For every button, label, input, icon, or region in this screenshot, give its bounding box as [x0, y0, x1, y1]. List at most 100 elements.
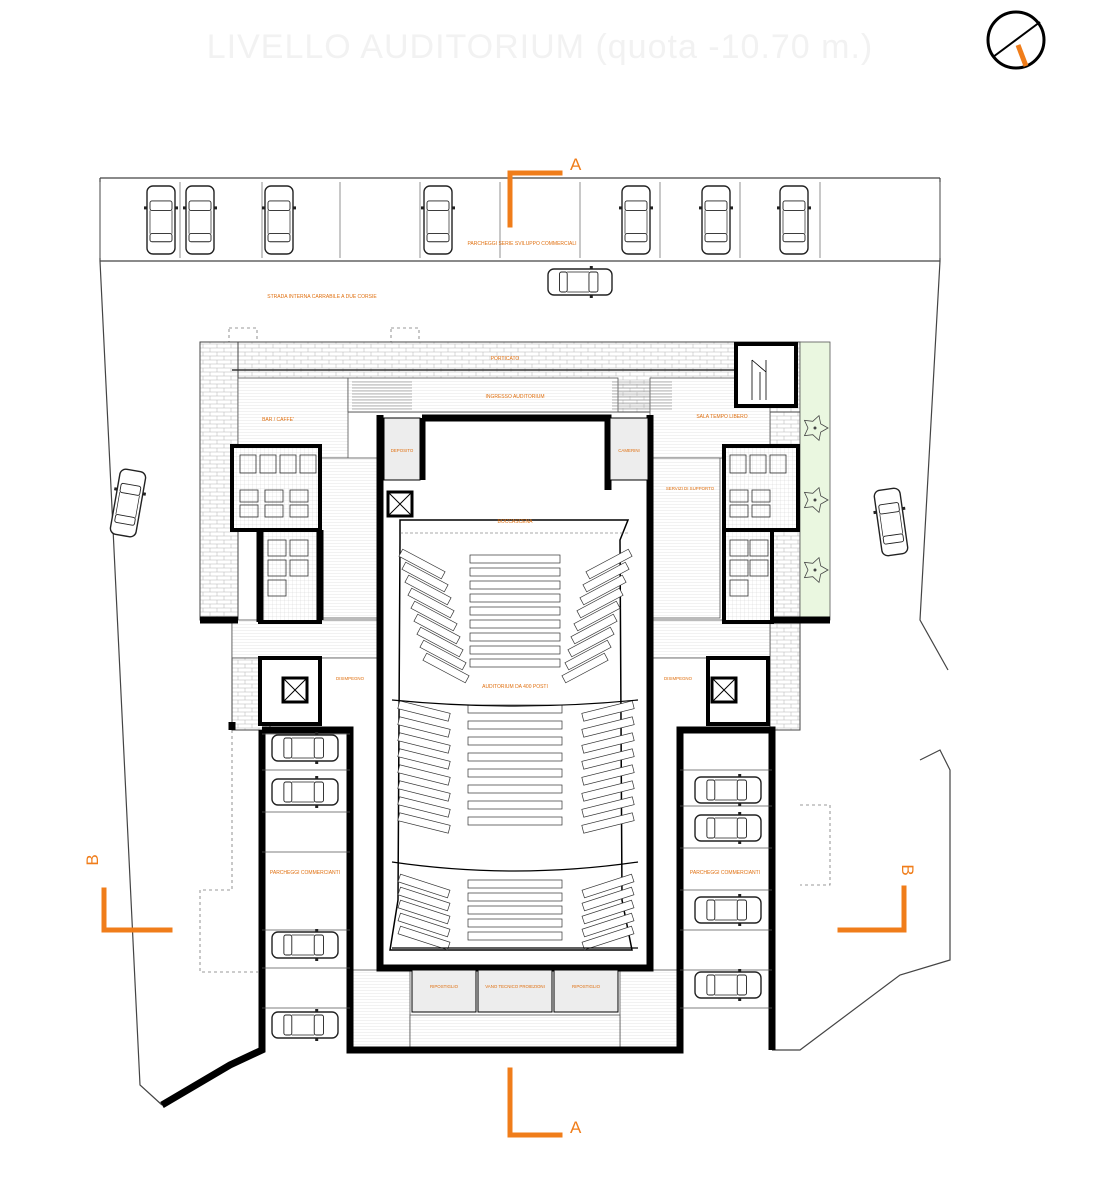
stage-side-rooms — [383, 417, 649, 1013]
drawing-title: LIVELLO AUDITORIUM (quota -10.70 m.) — [206, 28, 874, 66]
section-label-a-top: A — [570, 155, 582, 174]
car-icon — [144, 185, 178, 255]
label-foyer: INGRESSO AUDITORIUM — [485, 394, 544, 400]
seat-row — [397, 748, 451, 770]
auditorium-seating — [391, 532, 639, 951]
section-markers — [101, 170, 907, 1138]
seat-row — [467, 784, 563, 794]
seat-row — [422, 652, 470, 684]
seat-row — [581, 732, 635, 754]
seat-row — [564, 639, 612, 671]
label-disimpegno-left: DISIMPEGNO — [336, 676, 365, 681]
seat-row — [397, 873, 451, 899]
seat-row — [467, 892, 563, 902]
seat-row — [581, 716, 635, 738]
seat-row — [567, 626, 615, 658]
seat-row — [397, 812, 451, 834]
label-parking-left: PARCHEGGI COMMERCIANTI — [270, 870, 340, 876]
seat-row — [467, 905, 563, 915]
seat-row — [419, 639, 467, 671]
seat-row — [469, 645, 561, 655]
seat-row — [570, 613, 618, 645]
seat-row — [397, 912, 451, 938]
label-road: STRADA INTERNA CARRABILE A DUE CORSIE — [267, 294, 377, 300]
car-icon — [694, 812, 762, 844]
seat-row — [413, 613, 461, 645]
trees — [803, 414, 829, 584]
car-icon — [421, 185, 455, 255]
seat-row — [397, 700, 451, 722]
site-outline — [99, 177, 951, 1106]
seat-row — [582, 561, 630, 593]
seat-row — [561, 652, 609, 684]
label-bar: BAR / CAFFE' — [262, 417, 294, 423]
seat-row — [573, 600, 621, 632]
car-icon — [271, 1009, 339, 1041]
seat-row — [397, 780, 451, 802]
seat-row — [581, 700, 635, 722]
seat-row — [397, 764, 451, 786]
car-icon — [183, 185, 217, 255]
seat-row — [581, 912, 635, 938]
garden-strip — [799, 341, 831, 621]
tree-icon — [803, 486, 829, 514]
seat-row — [467, 931, 563, 941]
room-labels: PARCHEGGI SERIE SVILUPPO COMMERCIALI STR… — [262, 241, 760, 989]
seat-row — [579, 574, 627, 606]
car-icon — [547, 266, 613, 298]
label-sala-tempo: SALA TEMPO LIBERO — [696, 414, 747, 420]
seat-row — [398, 548, 446, 580]
seat-row — [410, 600, 458, 632]
label-auditorium: AUDITORIUM DA 400 POSTI — [482, 684, 548, 690]
seat-row — [397, 886, 451, 912]
seat-row — [467, 752, 563, 762]
tree-icon — [803, 414, 829, 442]
top-parking-stalls — [99, 182, 941, 258]
car-icon — [271, 776, 339, 808]
label-parking-top: PARCHEGGI SERIE SVILUPPO COMMERCIALI — [467, 241, 576, 247]
car-icon — [699, 185, 733, 255]
tree-icon — [803, 556, 829, 584]
seat-row — [467, 736, 563, 746]
seat-row — [581, 899, 635, 925]
seat-row — [581, 748, 635, 770]
seat-row — [469, 619, 561, 629]
seat-row — [581, 873, 635, 899]
seat-row — [469, 606, 561, 616]
seat-row — [581, 812, 635, 834]
north-arrow-icon — [986, 10, 1046, 70]
seat-row — [467, 720, 563, 730]
section-label-b-left: B — [83, 854, 102, 865]
label-vano-tecnico: VANO TECNICO PROIEZIONI — [485, 984, 545, 989]
car-icon — [271, 732, 339, 764]
label-parking-right: PARCHEGGI COMMERCIANTI — [690, 870, 760, 876]
side-parking-stalls — [262, 733, 772, 1009]
cars — [109, 185, 909, 1041]
seat-row — [585, 548, 633, 580]
car-icon — [694, 969, 762, 1001]
seat-row — [469, 632, 561, 642]
car-icon — [694, 774, 762, 806]
car-icon — [109, 468, 147, 538]
seat-row — [581, 886, 635, 912]
seat-row — [469, 567, 561, 577]
seat-row — [467, 800, 563, 810]
label-porticato: PORTICATO — [491, 356, 520, 362]
seat-row — [467, 768, 563, 778]
seat-row — [397, 716, 451, 738]
seat-row — [469, 554, 561, 564]
label-ripostiglio-right: RIPOSTIGLIO — [572, 984, 601, 989]
seat-row — [416, 626, 464, 658]
section-label-b-right: B — [898, 864, 917, 875]
car-icon — [619, 185, 653, 255]
seat-row — [581, 780, 635, 802]
car-icon — [694, 894, 762, 926]
seat-row — [397, 925, 451, 951]
seat-row — [469, 658, 561, 668]
car-icon — [271, 929, 339, 961]
seat-row — [404, 574, 452, 606]
seat-row — [469, 593, 561, 603]
seat-row — [467, 879, 563, 889]
seat-row — [467, 704, 563, 714]
